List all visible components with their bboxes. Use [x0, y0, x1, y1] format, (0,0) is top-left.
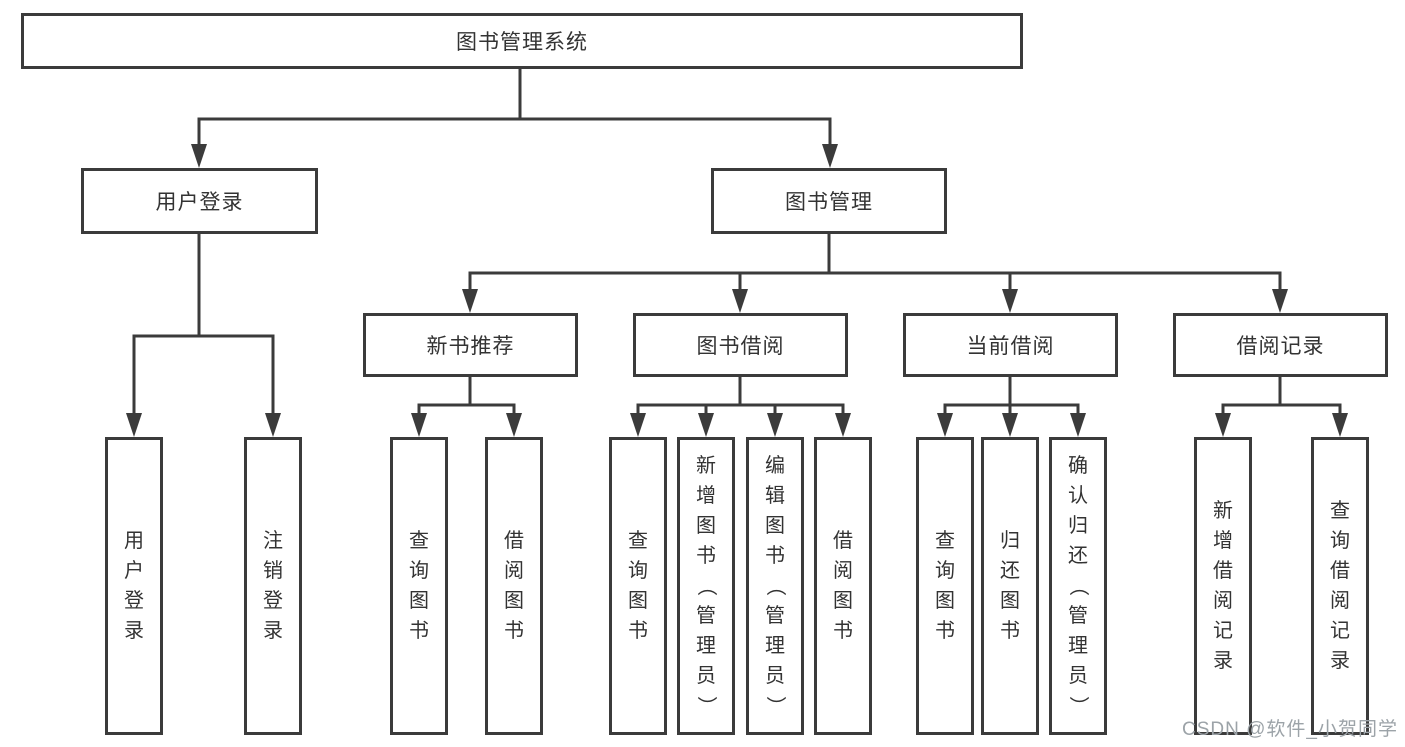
node-label: 借阅记录 [1236, 335, 1325, 358]
node-library-management-system: 图书管理系统 [21, 13, 1023, 69]
csdn-watermark: CSDN @软件_小贺同学 [1182, 719, 1398, 740]
node-label: 当前借阅 [966, 335, 1055, 358]
arrow-down-icons [126, 144, 1348, 437]
leaf-return-books: 归还图书 [981, 437, 1039, 735]
leaf-borrow-books: 借阅图书 [814, 437, 872, 735]
leaf-user-login: 用户登录 [105, 437, 163, 735]
node-book-management: 图书管理 [711, 168, 947, 234]
node-user-login: 用户登录 [81, 168, 318, 234]
node-book-borrowing: 图书借阅 [633, 313, 848, 377]
node-label: 图书借阅 [696, 335, 785, 358]
leaf-borrow-books: 借阅图书 [485, 437, 543, 735]
leaf-query-books: 查询图书 [609, 437, 667, 735]
leaf-logout-login: 注销登录 [244, 437, 302, 735]
leaf-add-borrow-record: 新增借阅记录 [1194, 437, 1252, 735]
leaf-confirm-return-admin: 确认归还（管理员） [1049, 437, 1107, 735]
leaf-query-borrow-record: 查询借阅记录 [1311, 437, 1369, 735]
node-current-borrowing: 当前借阅 [903, 313, 1118, 377]
node-label: 新书推荐 [426, 335, 515, 358]
leaf-query-books: 查询图书 [916, 437, 974, 735]
leaf-query-books: 查询图书 [390, 437, 448, 735]
node-label: 用户登录 [155, 191, 244, 214]
node-borrowing-records: 借阅记录 [1173, 313, 1388, 377]
leaf-add-books-admin: 新增图书（管理员） [677, 437, 735, 735]
node-label: 图书管理 [785, 191, 873, 214]
node-new-book-recommend: 新书推荐 [363, 313, 578, 377]
node-label: 图书管理系统 [456, 31, 588, 54]
leaf-edit-books-admin: 编辑图书（管理员） [746, 437, 804, 735]
